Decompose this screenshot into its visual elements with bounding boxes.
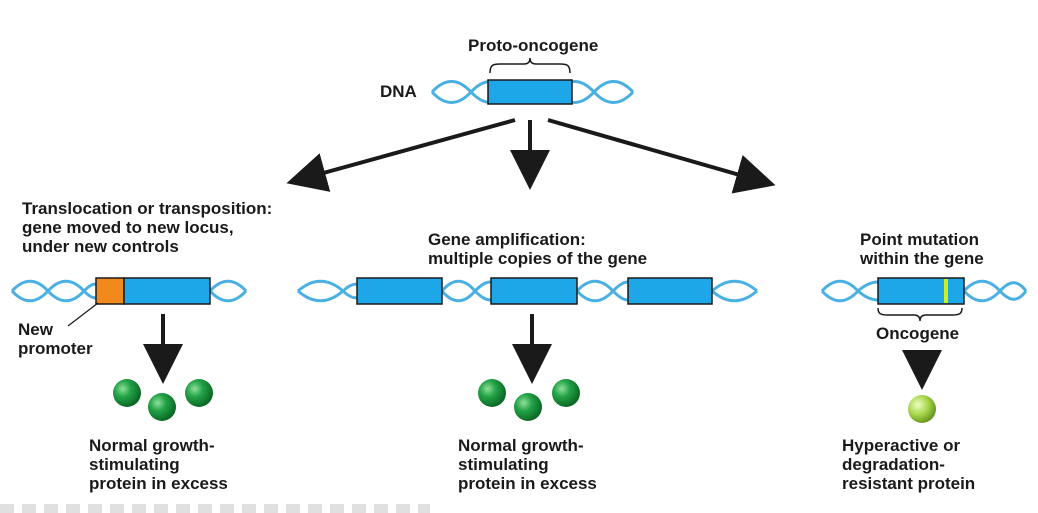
translocation-heading-line-1: Translocation or transposition: — [22, 199, 273, 218]
protein-ball — [185, 379, 213, 407]
translocation-heading-line-2: gene moved to new locus, — [22, 218, 234, 237]
point-mutation-heading-line-1: Point mutation — [860, 230, 979, 249]
new-promoter-label-line-2: promoter — [18, 339, 93, 358]
protein-ball — [148, 393, 176, 421]
left-dna-helix — [10, 279, 248, 303]
translocated-gene-box — [123, 277, 211, 305]
mutated-gene-box — [877, 277, 965, 305]
gene-copy-box — [490, 277, 578, 305]
left-protein-cluster — [113, 379, 213, 421]
amplification-heading-line-1: Gene amplification: — [428, 230, 586, 249]
cropped-footer-text — [0, 504, 430, 513]
point-mutation-mark — [944, 279, 948, 303]
protein-ball — [552, 379, 580, 407]
protein-ball — [478, 379, 506, 407]
gene-copy-box — [627, 277, 713, 305]
hyperactive-protein-ball — [908, 395, 936, 423]
right-result-line-2: degradation- — [842, 455, 945, 474]
oncogene-label: Oncogene — [876, 324, 960, 343]
middle-protein-cluster — [478, 379, 580, 421]
right-result-line-3: resistant protein — [842, 474, 976, 493]
right-dna-helix — [820, 279, 1028, 303]
gene-copy-box — [356, 277, 443, 305]
translocation-heading-line-3: under new controls — [22, 237, 179, 256]
middle-result-line-1: Normal growth- — [458, 436, 584, 455]
proto-oncogene-gene-box — [487, 79, 573, 105]
protein-ball — [113, 379, 141, 407]
amplification-heading-line-2: multiple copies of the gene — [428, 249, 648, 268]
point-mutation-heading-line-2: within the gene — [860, 249, 984, 268]
new-promoter-box — [95, 277, 125, 305]
left-result-line-1: Normal growth- — [89, 436, 215, 455]
arrow-to-point-mutation — [547, 118, 776, 194]
protein-ball — [514, 393, 542, 421]
new-promoter-label-line-1: New — [18, 320, 53, 339]
left-result-line-2: stimulating — [89, 455, 180, 474]
proto-oncogene-bracket — [489, 57, 571, 74]
left-result-line-3: protein in excess — [89, 474, 228, 493]
proto-oncogene-label: Proto-oncogene — [468, 36, 599, 55]
middle-result-line-3: protein in excess — [458, 474, 597, 493]
dna-label: DNA — [380, 82, 417, 101]
promoter-pointer-line — [67, 302, 99, 327]
arrow-to-translocation — [286, 118, 516, 192]
oncogene-bracket — [877, 307, 963, 322]
middle-dna-helix — [297, 279, 758, 303]
right-result-line-1: Hyperactive or — [842, 436, 961, 455]
middle-result-line-2: stimulating — [458, 455, 549, 474]
